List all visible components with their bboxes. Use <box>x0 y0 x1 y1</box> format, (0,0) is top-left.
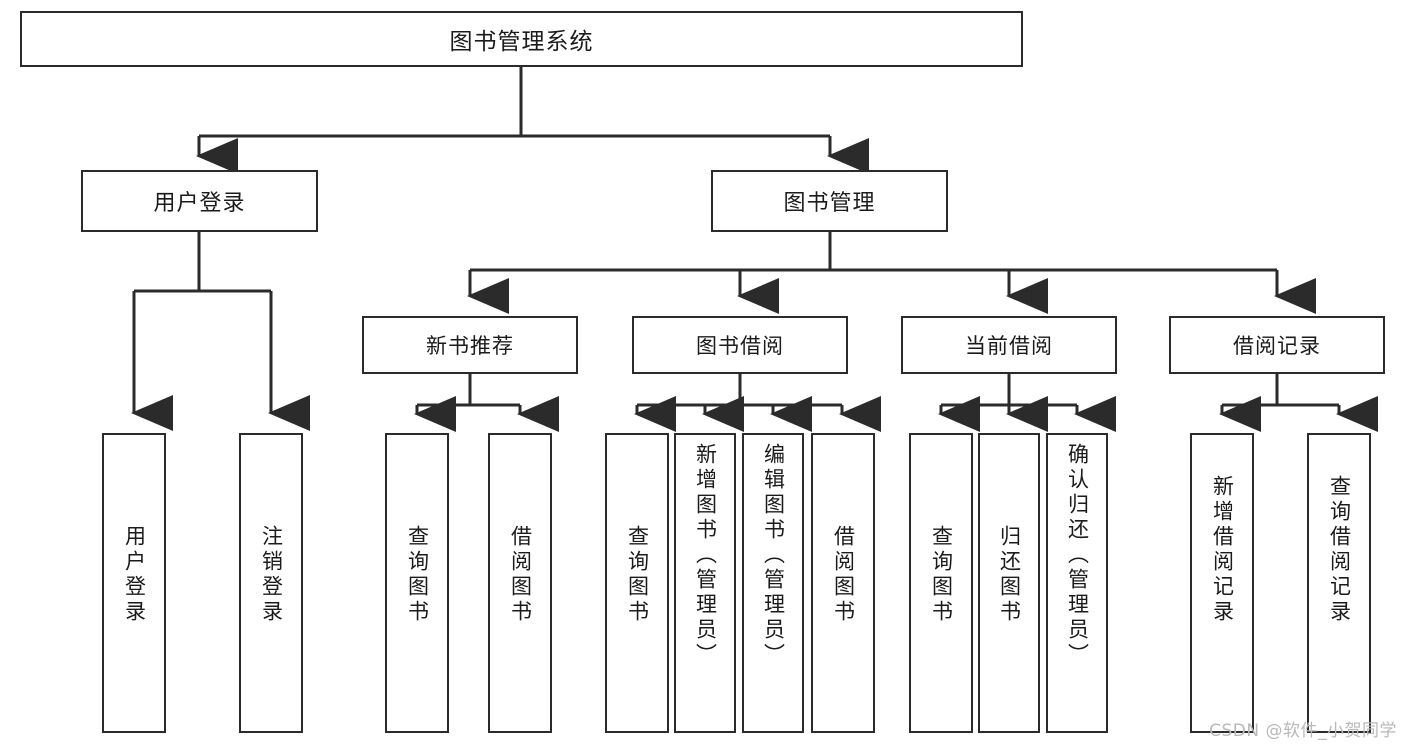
node-borrow-record-label: 借阅记录 <box>1233 334 1321 358</box>
node-book-borrow[interactable]: 图书借阅 <box>632 316 848 374</box>
leaf-user-login-label: 用户登录 <box>122 525 147 625</box>
leaf-current-return-book-label: 归还图书 <box>997 525 1022 625</box>
node-book-management[interactable]: 图书管理 <box>711 170 948 232</box>
leaf-current-query-book[interactable]: 查询图书 <box>909 433 973 733</box>
leaf-current-return-book[interactable]: 归还图书 <box>978 433 1040 733</box>
node-new-book-recommend[interactable]: 新书推荐 <box>362 316 578 374</box>
leaf-newbook-query-book-label: 查询图书 <box>405 525 430 625</box>
book-manage-to-level2-connectors <box>467 232 1316 314</box>
leaf-record-add-record-label: 新增借阅记录 <box>1210 475 1235 625</box>
leaf-borrow-query-book[interactable]: 查询图书 <box>605 433 669 733</box>
user-login-to-leaves-connectors <box>131 232 310 431</box>
leaf-borrow-query-book-label: 查询图书 <box>625 525 650 625</box>
leaf-borrow-add-book-admin-label: 新增图书（管理员） <box>693 443 718 668</box>
node-root-system[interactable]: 图书管理系统 <box>20 11 1023 67</box>
leaf-borrow-add-book-admin[interactable]: 新增图书（管理员） <box>674 433 736 733</box>
node-user-login[interactable]: 用户登录 <box>81 170 318 232</box>
leaf-record-query-record[interactable]: 查询借阅记录 <box>1307 433 1371 733</box>
leaf-logout[interactable]: 注销登录 <box>239 433 303 733</box>
leaf-newbook-borrow-book-label: 借阅图书 <box>508 525 533 625</box>
leaf-record-query-record-label: 查询借阅记录 <box>1327 475 1352 625</box>
leaf-current-confirm-return-admin-label: 确认归还（管理员） <box>1065 443 1090 668</box>
leaf-borrow-borrow-book-label: 借阅图书 <box>831 525 856 625</box>
leaf-logout-label: 注销登录 <box>259 525 284 625</box>
leaf-borrow-borrow-book[interactable]: 借阅图书 <box>811 433 875 733</box>
leaf-newbook-borrow-book[interactable]: 借阅图书 <box>488 433 552 733</box>
leaf-borrow-edit-book-admin-label: 编辑图书（管理员） <box>761 443 786 668</box>
leaf-record-add-record[interactable]: 新增借阅记录 <box>1190 433 1254 733</box>
leaf-current-confirm-return-admin[interactable]: 确认归还（管理员） <box>1046 433 1108 733</box>
node-root-label: 图书管理系统 <box>449 29 594 55</box>
csdn-watermark: CSDN @软件_小贺同学 <box>1209 721 1397 741</box>
new-book-to-leaves-connectors <box>414 374 559 432</box>
node-book-borrow-label: 图书借阅 <box>696 334 784 358</box>
node-new-book-recommend-label: 新书推荐 <box>426 334 514 358</box>
leaf-current-query-book-label: 查询图书 <box>929 525 954 625</box>
leaf-user-login[interactable]: 用户登录 <box>102 433 166 733</box>
node-current-borrow[interactable]: 当前借阅 <box>901 316 1117 374</box>
node-user-login-label: 用户登录 <box>153 191 246 216</box>
borrow-record-to-leaves-connectors <box>1219 374 1378 432</box>
node-current-borrow-label: 当前借阅 <box>965 334 1053 358</box>
leaf-newbook-query-book[interactable]: 查询图书 <box>385 433 449 733</box>
leaf-borrow-edit-book-admin[interactable]: 编辑图书（管理员） <box>742 433 804 733</box>
node-borrow-record[interactable]: 借阅记录 <box>1169 316 1385 374</box>
node-book-management-label: 图书管理 <box>783 191 876 216</box>
book-borrow-to-leaves-connectors <box>634 374 881 432</box>
root-to-level1-connectors <box>196 67 869 174</box>
current-borrow-to-leaves-connectors <box>938 374 1116 432</box>
